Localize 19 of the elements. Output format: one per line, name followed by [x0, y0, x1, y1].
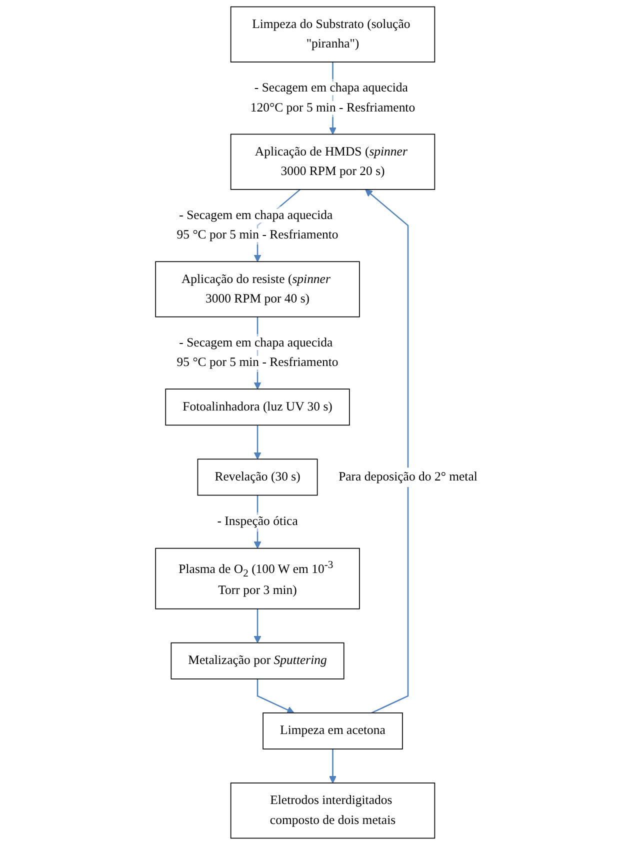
- edge-label: Para deposição do 2° metal: [338, 470, 478, 484]
- node-box: Aplicação de HMDS (spinner 3000 RPM por 20 s): [230, 134, 436, 190]
- node-box: Revelação (30 s): [197, 458, 318, 496]
- node-box: Metalização por Sputtering: [170, 642, 344, 680]
- node-box: Limpeza do Substrato (solução "piranha"): [230, 6, 436, 62]
- node-box: Eletrodos interdigitados composto de dois metais: [230, 782, 436, 839]
- arrow: [254, 608, 262, 644]
- edge-label: - Inspeção ótica: [217, 514, 298, 528]
- arrow: [329, 749, 336, 784]
- node-box: Fotoalinhadora (luz UV 30 s): [165, 388, 350, 426]
- edge-label: - Secagem em chapa aquecida 95 °C por 5 min - Resfriamento: [176, 208, 338, 242]
- node-box: Aplicação do resiste (spinner 3000 RPM por 40 s): [155, 261, 360, 318]
- edge-label: - Secagem em chapa aquecida 120°C por 5 min - Resfriamento: [250, 82, 416, 114]
- arrow: [365, 189, 409, 714]
- arrow: [256, 678, 294, 714]
- arrow: [254, 425, 262, 460]
- edge-label: - Secagem em chapa aquecida 95 °C por 5 min - Resfriamento: [176, 336, 338, 370]
- node-box: Plasma de O$_{2}$ (100 W em 10$^{-3}$ Torr por 3 min): [155, 548, 360, 610]
- node-box: Limpeza em acetona: [262, 712, 403, 750]
